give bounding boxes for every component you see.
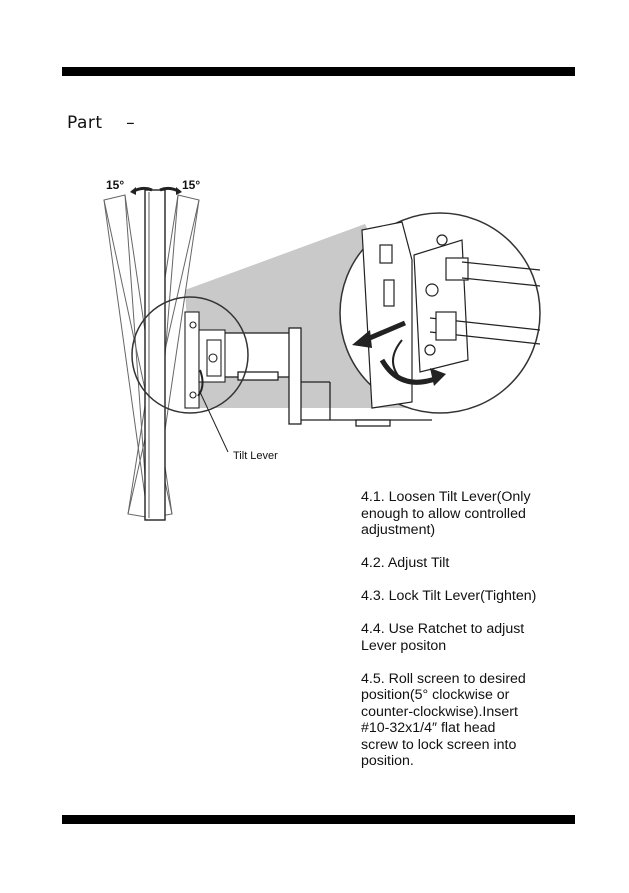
- rotate-arrow: [379, 358, 439, 385]
- angle-label-right: 15°: [182, 178, 201, 192]
- part-heading: Part –: [67, 113, 136, 133]
- instructions-list: 4.1. Loosen Tilt Lever(Only enough to al…: [361, 489, 561, 786]
- step-4-3: 4.3. Lock Tilt Lever(Tighten): [361, 588, 537, 604]
- tilt-lever-leader: [199, 391, 229, 453]
- tilt-lever-label: Tilt Lever: [233, 450, 278, 462]
- step-4-5: 4.5. Roll screen to desired position(5° …: [361, 670, 526, 770]
- top-rule: [62, 67, 575, 76]
- loosen-arrow: [364, 320, 406, 343]
- bottom-rule: [62, 815, 575, 824]
- step-4-2: 4.2. Adjust Tilt: [361, 555, 450, 571]
- upright-screen: [144, 189, 166, 521]
- step-4-1: 4.1. Loosen Tilt Lever(Only enough to al…: [361, 489, 531, 538]
- bracket-detail-small: [184, 311, 226, 409]
- detail-circle-small: [131, 296, 249, 414]
- mount-arm: [221, 327, 432, 427]
- angle-label-left: 15°: [106, 178, 125, 192]
- step-4-4: 4.4. Use Ratchet to adjust Lever positon: [361, 621, 525, 654]
- bracket-detail-large: [361, 221, 541, 409]
